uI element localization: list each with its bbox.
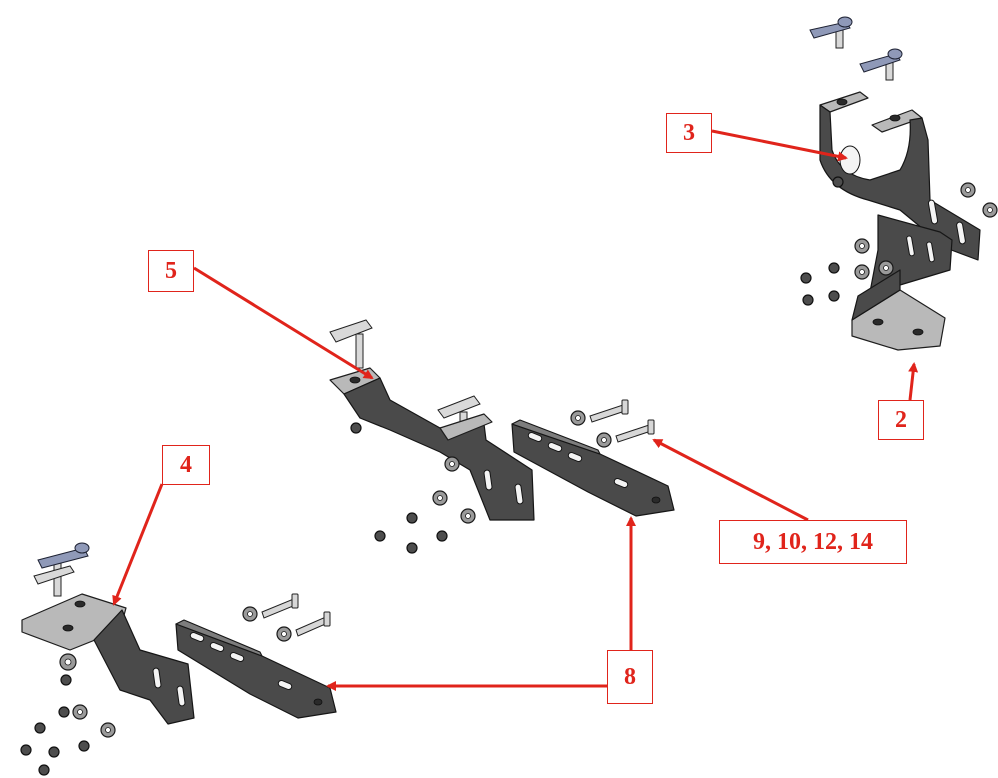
- arrow-5: [193, 266, 374, 380]
- arrow-9-10-12-14: [652, 438, 809, 522]
- part-3-upper-bracket: [819, 91, 998, 261]
- pin-mid-1: [329, 319, 373, 369]
- pin-left: [33, 542, 90, 597]
- leader-arrows: [112, 129, 919, 691]
- callout-3: 3: [666, 113, 712, 153]
- pin-top-1: [809, 16, 853, 49]
- part-8-lower-slotted-bar: [175, 593, 337, 719]
- arrow-4: [112, 483, 164, 606]
- part-4-bracket-assembly: [20, 542, 195, 776]
- callout-2: 2: [878, 400, 924, 440]
- arrow-2: [908, 362, 919, 401]
- callout-9-10-12-14: 9, 10, 12, 14: [719, 520, 907, 564]
- top-right-bracket-assembly: [800, 16, 998, 351]
- part-8-upper-slotted-bar: [511, 399, 675, 517]
- callout-8: 8: [607, 650, 653, 704]
- part-5-bracket-assembly: [329, 319, 535, 554]
- arrow-3: [711, 129, 848, 162]
- callout-4: 4: [162, 445, 210, 485]
- pin-top-2: [859, 48, 903, 81]
- part-2-lower-bracket: [800, 214, 953, 351]
- callout-5: 5: [148, 250, 194, 292]
